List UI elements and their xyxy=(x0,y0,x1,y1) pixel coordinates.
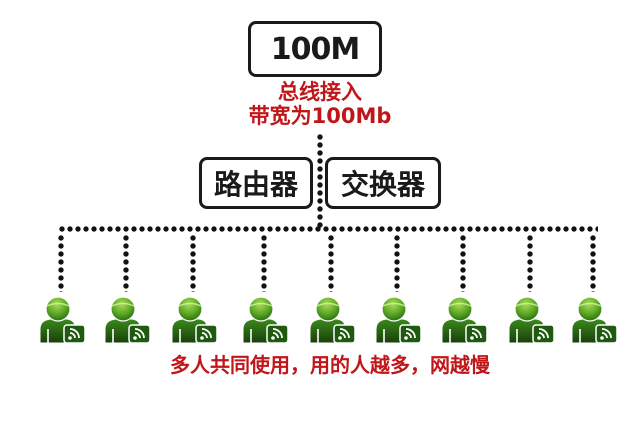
user-wifi-icon xyxy=(307,293,357,345)
user-wifi-icon xyxy=(506,293,556,345)
user-wifi-icon xyxy=(102,293,152,345)
router-box: 路由器 xyxy=(199,157,313,209)
drop-line xyxy=(123,234,129,292)
bus-bandwidth-label: 100M xyxy=(270,31,360,67)
bus-caption-line2: 带宽为100Mb xyxy=(248,104,392,128)
user-wifi-icon xyxy=(569,293,619,345)
drop-line xyxy=(527,234,533,292)
drop-line xyxy=(58,234,64,292)
user-wifi-icon xyxy=(373,293,423,345)
user-wifi-icon xyxy=(240,293,290,345)
user-wifi-icon xyxy=(439,293,489,345)
drop-line xyxy=(261,234,267,292)
drop-line xyxy=(190,234,196,292)
drop-line xyxy=(328,234,334,292)
switch-label: 交换器 xyxy=(340,168,425,201)
user-wifi-icon xyxy=(37,293,87,345)
switch-box: 交换器 xyxy=(325,157,441,209)
user-wifi-icon xyxy=(169,293,219,345)
trunk-connector xyxy=(317,133,323,229)
bus-caption-line1: 总线接入 xyxy=(278,80,362,104)
drop-line xyxy=(460,234,466,292)
distribution-line xyxy=(58,226,598,232)
bus-bandwidth-box: 100M xyxy=(248,21,382,77)
router-label: 路由器 xyxy=(213,168,298,201)
footer-caption: 多人共同使用，用的人越多，网越慢 xyxy=(170,353,490,377)
drop-line xyxy=(394,234,400,292)
drop-line xyxy=(590,234,596,292)
